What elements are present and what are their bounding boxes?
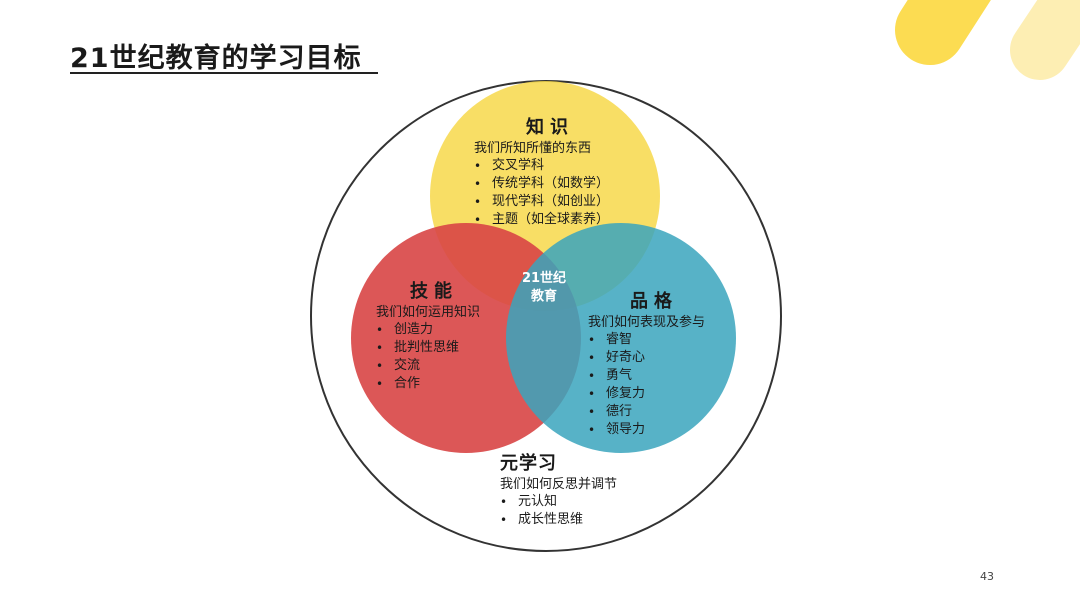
center-label-line-1: 21世纪 (521, 271, 567, 286)
deco-pill-yellow (895, 0, 991, 65)
knowledge-block: 知识 我们所知所懂的东西 交叉学科 传统学科（如数学） 现代学科（如创业） 主题… (474, 116, 609, 229)
skills-desc: 我们如何运用知识 (376, 305, 481, 320)
skills-block: 技能 我们如何运用知识 创造力 批判性思维 交流 合作 (376, 280, 480, 393)
center-label-line-2: 教育 (530, 289, 557, 304)
list-item: 成长性思维 (500, 511, 617, 529)
list-item: 睿智 (588, 331, 705, 349)
list-item: 交流 (376, 357, 480, 375)
title-underline (70, 72, 378, 74)
page-number: 43 (980, 570, 994, 583)
list-item: 勇气 (588, 367, 705, 385)
outer-circle-meta-learning (310, 80, 782, 552)
list-item: 修复力 (588, 385, 705, 403)
character-list: 睿智 好奇心 勇气 修复力 德行 领导力 (588, 331, 705, 439)
knowledge-desc: 我们所知所懂的东西 (474, 141, 592, 156)
knowledge-list: 交叉学科 传统学科（如数学） 现代学科（如创业） 主题（如全球素养） (474, 157, 609, 229)
skills-list: 创造力 批判性思维 交流 合作 (376, 321, 480, 393)
list-item: 交叉学科 (474, 157, 609, 175)
list-item: 德行 (588, 403, 705, 421)
list-item: 合作 (376, 375, 480, 393)
meta-learning-list: 元认知 成长性思维 (500, 493, 617, 529)
character-block: 品格 我们如何表现及参与 睿智 好奇心 勇气 修复力 德行 领导力 (588, 290, 705, 439)
meta-learning-desc: 我们如何反思并调节 (500, 477, 618, 492)
list-item: 主题（如全球素养） (474, 211, 609, 229)
list-item: 元认知 (500, 493, 617, 511)
meta-learning-block: 元学习 我们如何反思并调节 元认知 成长性思维 (500, 452, 617, 529)
knowledge-heading: 知识 (526, 117, 574, 138)
character-desc: 我们如何表现及参与 (588, 315, 706, 330)
center-label: 21世纪 教育 (512, 270, 576, 306)
page-title: 21世纪教育的学习目标 (70, 43, 362, 74)
deco-pill-light (1010, 0, 1080, 80)
list-item: 创造力 (376, 321, 480, 339)
list-item: 领导力 (588, 421, 705, 439)
list-item: 好奇心 (588, 349, 705, 367)
skills-heading: 技能 (410, 281, 458, 302)
list-item: 传统学科（如数学） (474, 175, 609, 193)
meta-learning-heading: 元学习 (500, 453, 557, 474)
list-item: 批判性思维 (376, 339, 480, 357)
list-item: 现代学科（如创业） (474, 193, 609, 211)
character-heading: 品格 (630, 291, 678, 312)
